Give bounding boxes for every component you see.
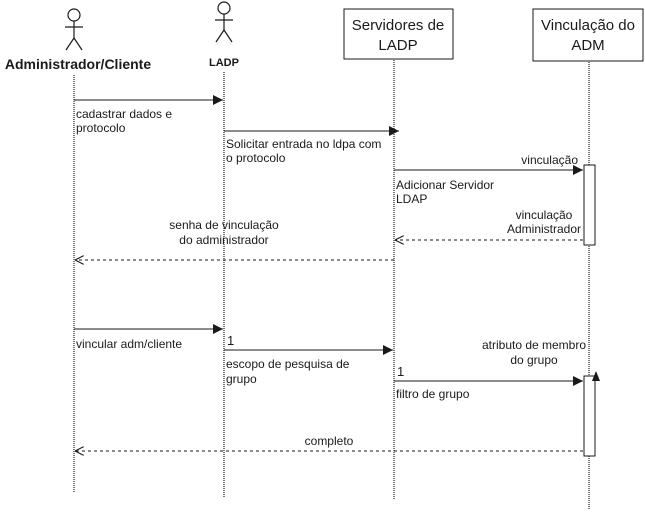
message-label-1b: protocolo: [76, 121, 126, 135]
participant-servidores-label-1: Servidores de: [352, 17, 445, 34]
message-label-6: vincular adm/cliente: [76, 337, 182, 351]
multiplicity-7: 1: [397, 364, 404, 379]
message-label-4a: vinculação: [516, 208, 573, 222]
message-label-1a: cadastrar dados e: [76, 107, 172, 121]
message-label-2b: o protocolo: [226, 151, 286, 165]
note-adicionar-b: LDAP: [396, 192, 427, 206]
message-label-7b: grupo: [226, 372, 257, 386]
message-label-3: vinculação: [521, 153, 578, 167]
lifelines: [73, 60, 590, 510]
actor-admin-cliente-label: Administrador/Cliente: [5, 56, 151, 72]
message-label-7a: escopo de pesquisa de: [226, 357, 350, 371]
participant-servidores-label-2: LADP: [378, 37, 417, 54]
message-label-8a: atributo de membro: [482, 338, 586, 352]
multiplicity-6: 1: [227, 333, 234, 348]
activation-vinculacao-2: [583, 375, 596, 457]
actor-admin-cliente: [65, 8, 83, 51]
message-label-2a: Solicitar entrada no ldpa com: [226, 137, 381, 151]
message-label-8b: do grupo: [510, 353, 558, 367]
participant-vinculacao-label-2: ADM: [571, 37, 604, 54]
message-arrow-8-tip: [592, 371, 600, 381]
participant-servidores-box: [343, 8, 454, 60]
actor-ladp-label: LADP: [209, 57, 239, 69]
actor-ladp: [215, 1, 233, 43]
participant-vinculacao-box: [532, 8, 644, 62]
note-filtro-grupo: filtro de grupo: [396, 387, 470, 401]
message-label-5b: do administrador: [179, 233, 268, 247]
message-label-5a: senha de vinculação: [169, 218, 279, 232]
note-adicionar-a: Adicionar Servidor: [396, 178, 494, 192]
message-label-4b: Administrador: [507, 222, 581, 236]
message-label-9: completo: [305, 434, 354, 448]
activation-vinculacao-1: [583, 164, 596, 246]
participant-vinculacao-label-1: Vinculação do: [541, 17, 635, 34]
